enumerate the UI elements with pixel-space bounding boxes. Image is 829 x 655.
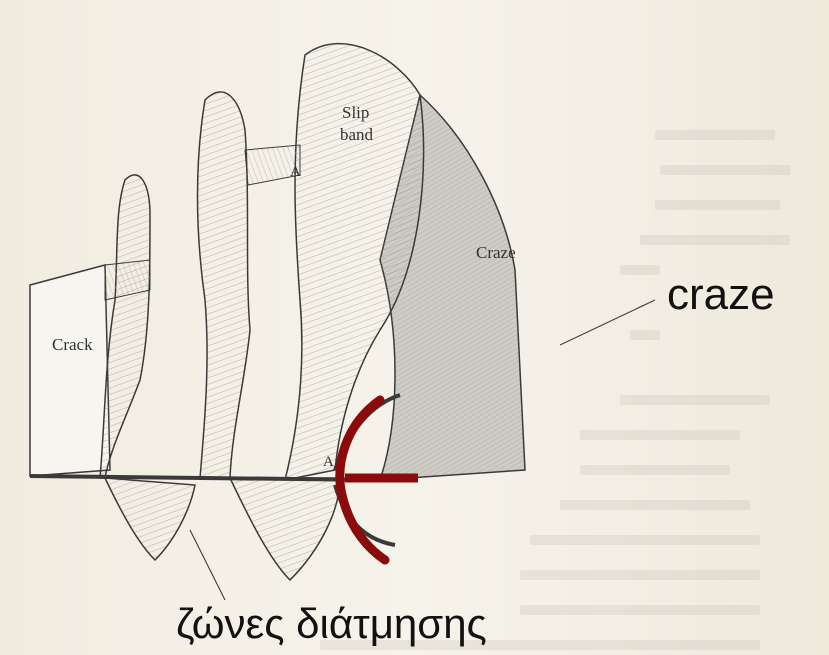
craze-annotation: craze bbox=[667, 270, 775, 320]
slip-band-region bbox=[198, 92, 251, 478]
shear-zone-lower bbox=[230, 478, 340, 580]
slip-band-region bbox=[100, 175, 150, 478]
point-a-label-bottom: A bbox=[323, 454, 334, 470]
crack-line bbox=[30, 476, 380, 480]
shear-zone-lower bbox=[105, 478, 195, 560]
craze-pointer-line bbox=[560, 300, 655, 345]
point-a-label-top: A bbox=[290, 164, 301, 180]
shear-pointer-line bbox=[190, 530, 225, 600]
crack-region bbox=[30, 265, 110, 476]
shear-zones-annotation: ζώνες διάτμησης bbox=[176, 600, 487, 648]
slip-band-label-line1: Slip bbox=[342, 103, 369, 122]
crack-label: Crack bbox=[52, 335, 93, 354]
slip-band-label-line2: band bbox=[340, 125, 374, 144]
craze-inner-label: Craze bbox=[476, 243, 516, 262]
